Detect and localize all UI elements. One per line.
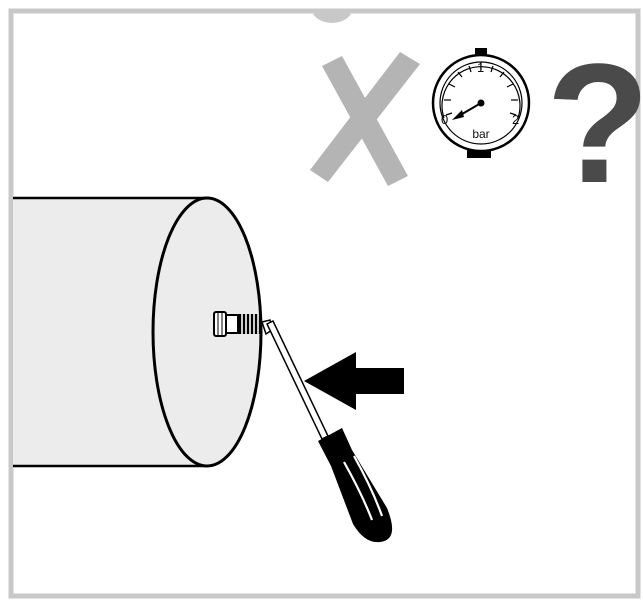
question-mark-icon: ? xyxy=(546,29,643,219)
valve-fitting xyxy=(213,311,262,337)
pressure-gauge-icon: 0 1 2 bar xyxy=(431,48,531,158)
gauge-tick-0: 0 xyxy=(441,112,448,127)
gauge-unit-label: bar xyxy=(472,127,489,141)
gauge-tick-2: 2 xyxy=(512,112,519,127)
screwdriver-handle xyxy=(318,428,393,543)
frame xyxy=(8,8,641,599)
push-arrow-icon xyxy=(304,352,404,410)
cross-icon xyxy=(310,52,420,186)
gauge-tick-1: 1 xyxy=(477,60,484,75)
cylinder-tank xyxy=(13,196,263,468)
screwdriver-icon xyxy=(261,319,393,543)
